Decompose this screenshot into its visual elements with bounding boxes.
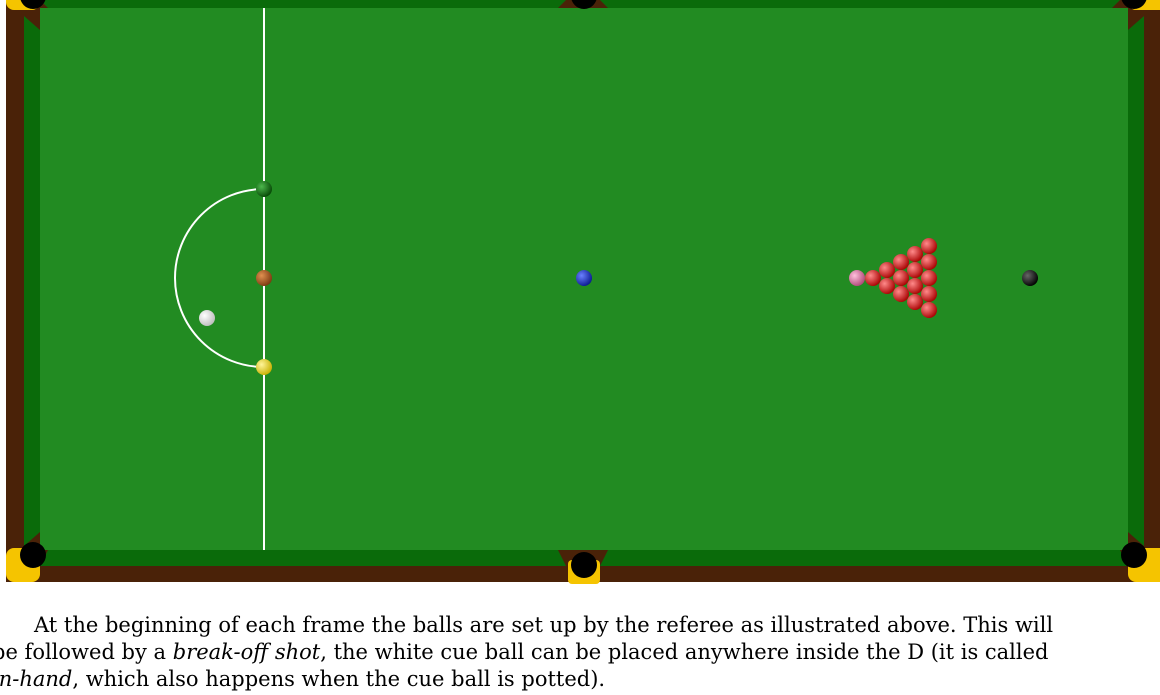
red-ball	[921, 238, 937, 254]
caption-text: At the beginning of each frame the balls…	[0, 612, 1160, 693]
pocket-bottom-middle	[571, 552, 597, 578]
blue-ball	[576, 270, 592, 286]
cushion-right	[1128, 16, 1144, 546]
red-ball	[879, 262, 895, 278]
brown-ball	[256, 270, 272, 286]
caption-line-2-start: be followed by a	[0, 640, 173, 664]
caption-line-3: in-hand, which also happens when the cue…	[0, 666, 1160, 693]
red-ball	[907, 246, 923, 262]
green-ball	[256, 181, 272, 197]
caption-line-1: At the beginning of each frame the balls…	[0, 612, 1160, 639]
caption-line-3-end: , which also happens when the cue ball i…	[72, 667, 605, 691]
cushion-left	[24, 16, 40, 546]
red-ball	[893, 270, 909, 286]
caption-line-2: be followed by a break-off shot, the whi…	[0, 639, 1160, 666]
red-ball	[879, 278, 895, 294]
red-ball	[893, 254, 909, 270]
cushion-bottom-left	[40, 550, 566, 566]
red-ball	[907, 278, 923, 294]
snooker-table-diagram	[0, 0, 1160, 590]
caption-line-2-end: , the white cue ball can be placed anywh…	[320, 640, 1048, 664]
cue-ball	[199, 310, 215, 326]
pocket-bottom-right	[1121, 542, 1147, 568]
red-ball	[907, 294, 923, 310]
cushion-top-right	[600, 0, 1120, 8]
yellow-ball	[256, 359, 272, 375]
break-off-shot-term: break-off shot	[173, 640, 320, 664]
in-hand-term: in-hand	[0, 667, 72, 691]
red-ball	[865, 270, 881, 286]
red-ball	[921, 286, 937, 302]
red-ball	[921, 302, 937, 318]
snooker-table	[0, 0, 1160, 590]
pocket-bottom-left	[20, 542, 46, 568]
cushion-top-left	[40, 0, 566, 8]
cushion-bottom-right	[600, 550, 1128, 566]
black-ball	[1022, 270, 1038, 286]
pink-ball	[849, 270, 865, 286]
red-ball	[921, 254, 937, 270]
red-ball	[921, 270, 937, 286]
red-ball	[893, 286, 909, 302]
red-ball	[907, 262, 923, 278]
